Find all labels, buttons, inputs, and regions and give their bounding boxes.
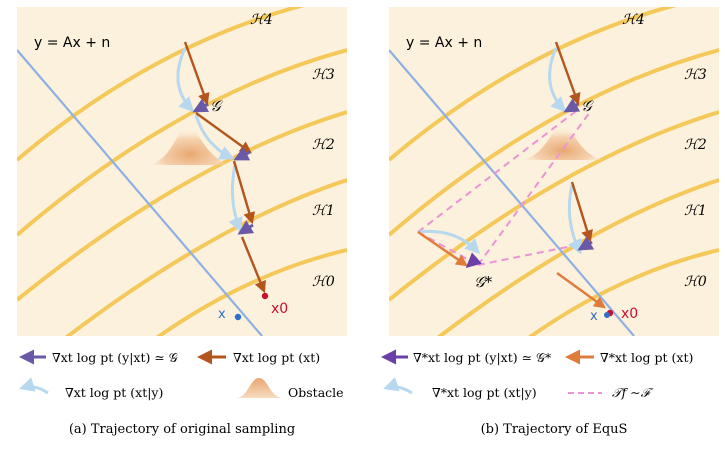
curve-h2 — [389, 110, 719, 302]
prior-arrow-r1 — [554, 41, 581, 106]
caption-right: (b) Trajectory of EquS — [481, 422, 628, 437]
dashed-path-2 — [477, 111, 591, 266]
legend-item1-right: ∇*xt log pt (y|xt) ≃ 𝒢* — [413, 350, 552, 365]
equs-prior-arrow-2 — [556, 272, 606, 309]
legend-item3-right: ∇*xt log pt (xt|y) — [432, 385, 537, 400]
equs-prior-arrow-1 — [417, 231, 468, 267]
curve-h0 — [527, 248, 719, 336]
obstacle-left — [148, 121, 232, 165]
likelihood-arrow-r1 — [563, 98, 581, 113]
dashed-path-1 — [417, 107, 581, 233]
panel-left: y = Ax + n ℋ4 ℋ3 ℋ2 ℋ1 ℋ0 𝒢 x x0 — [17, 7, 347, 336]
label-h2-left: ℋ2 — [312, 137, 335, 153]
label-h4-right: ℋ4 — [622, 12, 645, 28]
x0-label-left: x0 — [271, 301, 288, 317]
likelihood-arrow-2 — [233, 146, 251, 161]
curve-h3 — [389, 48, 719, 237]
prior-arrow-4 — [240, 236, 266, 294]
legend-lightblue-arrow-icon — [19, 377, 49, 395]
posterior-arrow-1 — [176, 47, 195, 113]
obstacle-right — [522, 121, 604, 160]
g-label-right: 𝒢 — [581, 97, 594, 115]
equation-left: y = Ax + n — [34, 35, 110, 51]
x-point-left — [234, 313, 242, 321]
label-h4-left: ℋ4 — [250, 12, 273, 28]
legend-item2-right: ∇*xt log pt (xt) — [600, 350, 693, 365]
label-h3-left: ℋ3 — [312, 67, 335, 83]
equation-right: y = Ax + n — [406, 35, 482, 51]
legend-item2-left: ∇xt log pt (xt) — [233, 350, 320, 365]
curve-h4 — [389, 7, 677, 162]
legend-item4-right: 𝒯f ∼ℱ — [612, 385, 655, 400]
g-star-label-right: 𝒢* — [474, 273, 493, 291]
posterior-arrow-r3 — [567, 184, 582, 255]
posterior-arrow-r2 — [419, 229, 481, 255]
label-h0-right: ℋ0 — [684, 274, 707, 290]
likelihood-arrow-r2 — [577, 236, 595, 251]
panel-left-background — [17, 7, 347, 336]
g-label-left: 𝒢 — [210, 97, 223, 115]
x-label-left: x — [218, 307, 226, 322]
curve-h2 — [17, 110, 347, 302]
prior-arrow-2 — [195, 112, 252, 154]
likelihood-arrow-1 — [192, 98, 210, 113]
prior-arrow-1 — [183, 41, 210, 106]
legend-item1-left: ∇xt log pt (y|xt) ≃ 𝒢 — [52, 350, 178, 365]
equs-likelihood-arrow — [465, 252, 482, 268]
prior-arrow-r2 — [570, 181, 593, 243]
measurement-line-right — [389, 49, 635, 336]
x-point-right — [604, 312, 610, 318]
label-h3-right: ℋ3 — [684, 67, 707, 83]
label-h0-left: ℋ0 — [312, 274, 335, 290]
caption-left: (a) Trajectory of original sampling — [69, 422, 295, 437]
hyperplane-curves-left — [17, 7, 347, 336]
legend-item3-left: ∇xt log pt (xt|y) — [65, 385, 163, 400]
measurement-line-left — [17, 49, 263, 336]
legend-lightblue-arrow-icon-right — [383, 377, 413, 395]
x-label-right: x — [590, 309, 598, 324]
label-h2-right: ℋ2 — [684, 137, 707, 153]
legend-left: ∇xt log pt (y|xt) ≃ 𝒢 ∇xt log pt (xt) ∇x… — [19, 349, 344, 400]
x0-point-left — [261, 292, 269, 300]
label-h1-left: ℋ1 — [312, 203, 335, 219]
curve-h1 — [64, 178, 347, 336]
curve-h3 — [17, 48, 347, 237]
legend-obstacle-icon — [236, 378, 283, 398]
curve-h0 — [155, 248, 347, 336]
likelihood-arrow-3 — [237, 220, 255, 235]
posterior-arrow-2 — [194, 114, 235, 160]
label-h1-right: ℋ1 — [684, 203, 707, 219]
x0-label-right: x0 — [621, 306, 638, 322]
legend-right: ∇*xt log pt (y|xt) ≃ 𝒢* ∇*xt log pt (xt)… — [381, 349, 693, 400]
panel-right-background — [389, 7, 719, 336]
panel-right: y = Ax + n ℋ4 ℋ3 ℋ2 ℋ1 ℋ0 𝒢 𝒢* x x0 — [389, 7, 719, 336]
legend-item4-left: Obstacle — [288, 385, 344, 400]
posterior-arrow-r1 — [548, 47, 567, 113]
prior-arrow-3 — [232, 160, 256, 225]
curve-h4 — [17, 7, 305, 162]
